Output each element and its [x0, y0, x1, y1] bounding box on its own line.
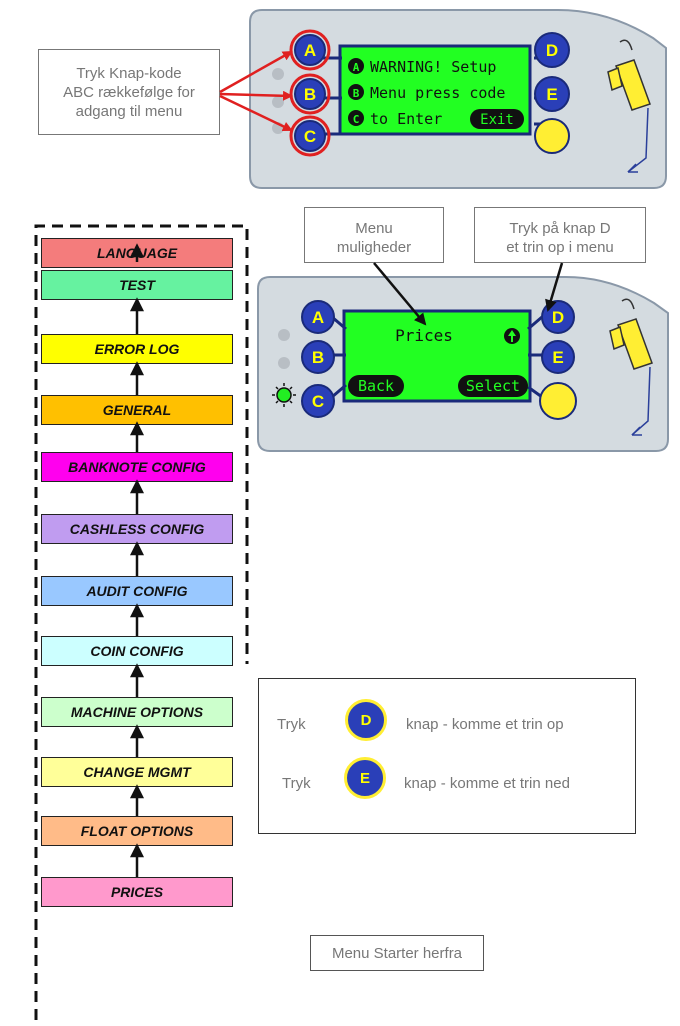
d-callout-line-2: et trin op i menu — [506, 239, 614, 256]
panel2-yellow-button[interactable] — [539, 382, 577, 420]
button-d-callout: Tryk på knap D et trin op i menu — [474, 207, 646, 263]
lcd-marker-a: A — [353, 61, 360, 74]
key-fob-icon — [609, 298, 653, 436]
button-e-label: E — [552, 348, 563, 367]
menu-start-label: Menu Starter herfra — [331, 944, 463, 962]
callout-line-1: Tryk Knap-kode — [76, 64, 182, 82]
panel2-button-c[interactable]: C — [301, 384, 335, 418]
lcd-exit-label: Exit — [480, 112, 514, 128]
button-a-label: A — [312, 308, 324, 327]
button-a-label: A — [304, 41, 316, 60]
menu-item-error-log[interactable]: ERROR LOG — [41, 334, 233, 364]
menu-item-banknote-config[interactable]: BANKNOTE CONFIG — [41, 452, 233, 482]
panel1-button-e[interactable]: E — [534, 76, 570, 112]
menu-item-machine-options[interactable]: MACHINE OPTIONS — [41, 697, 233, 727]
menu-item-coin-config[interactable]: COIN CONFIG — [41, 636, 233, 666]
menu-item-test[interactable]: TEST — [41, 270, 233, 300]
menu-item-label: GENERAL — [102, 402, 172, 418]
control-panel-1: A B C D E A B C WARNING! Setup Menu pres… — [249, 9, 667, 189]
control-panel-2: A B C D E Prices Back Select — [257, 276, 669, 452]
menu-item-prices[interactable]: PRICES — [41, 877, 233, 907]
legend-row2-prefix: Tryk — [282, 775, 311, 792]
menu-options-callout: Menu muligheder — [304, 207, 444, 263]
legend-button-d: D — [345, 699, 387, 741]
menu-item-float-options[interactable]: FLOAT OPTIONS — [41, 816, 233, 846]
menu-item-general[interactable]: GENERAL — [41, 395, 233, 425]
lcd-enter-line: to Enter — [370, 110, 442, 128]
menu-item-label: BANKNOTE CONFIG — [68, 459, 206, 475]
menu-item-label: LANGUAGE — [96, 245, 178, 261]
button-d-label: D — [552, 308, 564, 327]
menu-start-box: Menu Starter herfra — [310, 935, 484, 971]
panel1-button-c[interactable]: C — [289, 115, 331, 157]
panel2-button-b[interactable]: B — [301, 340, 335, 374]
panel1-button-d[interactable]: D — [534, 32, 570, 68]
legend-row1-text: knap - komme et trin op — [406, 716, 564, 733]
menu-item-label: MACHINE OPTIONS — [70, 704, 204, 720]
menu-item-label: FLOAT OPTIONS — [80, 823, 194, 839]
panel1-yellow-button[interactable] — [534, 118, 570, 154]
sun-led-icon — [272, 383, 296, 407]
panel2-button-e[interactable]: E — [541, 340, 575, 374]
legend-row2-text: knap - komme et trin ned — [404, 775, 570, 792]
lcd-menu-line: Menu press code — [370, 84, 505, 102]
menu-callout-line-1: Menu — [355, 220, 393, 237]
menu-item-label: CHANGE MGMT — [83, 764, 191, 780]
menu-item-label: CASHLESS CONFIG — [69, 521, 205, 537]
panel2-button-a[interactable]: A — [301, 300, 335, 334]
legend-row1-prefix: Tryk — [277, 716, 306, 733]
callout-line-3: adgang til menu — [75, 102, 183, 120]
menu-item-cashless-config[interactable]: CASHLESS CONFIG — [41, 514, 233, 544]
legend-box: Tryk D knap - komme et trin op Tryk E kn… — [258, 678, 636, 834]
menu-item-label: PRICES — [110, 884, 164, 900]
key-fob-icon — [607, 39, 651, 173]
menu-item-label: COIN CONFIG — [90, 643, 184, 659]
legend-button-e-label: E — [359, 769, 370, 787]
lcd-prices-title: Prices — [395, 326, 453, 345]
lcd-marker-b: B — [353, 87, 360, 100]
d-callout-line-1: Tryk på knap D — [509, 220, 611, 237]
button-c-label: C — [312, 392, 324, 411]
menu-callout-line-2: muligheder — [336, 239, 412, 256]
lcd-select-label: Select — [466, 377, 520, 395]
legend-button-d-label: D — [360, 711, 372, 729]
lcd-back-label: Back — [358, 377, 394, 395]
button-d-label: D — [546, 41, 558, 60]
panel1-button-b[interactable]: B — [289, 73, 331, 115]
menu-item-change-mgmt[interactable]: CHANGE MGMT — [41, 757, 233, 787]
legend-button-e: E — [344, 757, 386, 799]
callout-line-2: ABC rækkefølge for — [63, 83, 195, 101]
button-b-label: B — [304, 85, 316, 104]
button-e-label: E — [546, 85, 557, 104]
abc-code-callout: Tryk Knap-kode ABC rækkefølge for adgang… — [38, 49, 220, 135]
panel1-button-a[interactable]: A — [289, 29, 331, 71]
menu-item-label: AUDIT CONFIG — [86, 583, 188, 599]
button-b-label: B — [312, 348, 324, 367]
menu-item-language[interactable]: LANGUAGE — [41, 238, 233, 268]
panel2-button-d[interactable]: D — [541, 300, 575, 334]
lcd-warning-line: WARNING! Setup — [370, 58, 496, 76]
menu-item-label: TEST — [119, 277, 155, 293]
up-arrow-icon — [504, 328, 520, 344]
button-c-label: C — [304, 127, 316, 146]
lcd-marker-c: C — [353, 113, 360, 126]
menu-item-audit-config[interactable]: AUDIT CONFIG — [41, 576, 233, 606]
menu-item-label: ERROR LOG — [94, 341, 180, 357]
